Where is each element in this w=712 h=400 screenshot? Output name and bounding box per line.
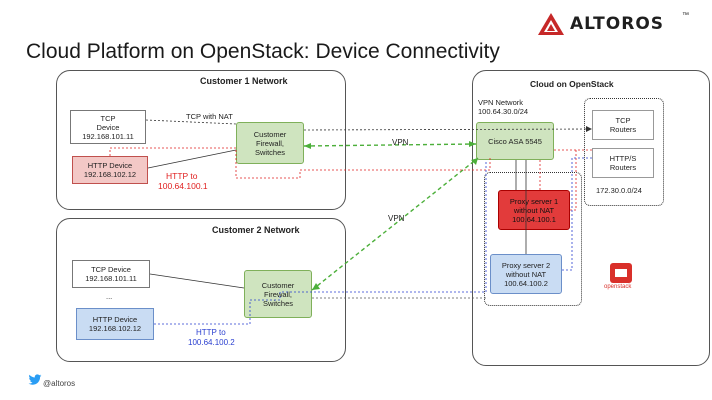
c1-firewall-tcp-routers-link	[303, 128, 593, 131]
c1-tcp-nat-link	[145, 119, 237, 125]
c2-http-to-label: HTTP to	[196, 328, 226, 337]
c1-customer-firewall: Customer Firewall, Switches	[236, 122, 304, 164]
vpn-label-c1: VPN	[392, 138, 409, 147]
vpn-link-c1	[303, 143, 477, 147]
c2-http-device-name: HTTP Device	[92, 315, 138, 324]
c1-tcp-device-line2: Device	[96, 122, 120, 132]
page-title: Cloud Platform on OpenStack: Device Conn…	[26, 40, 500, 63]
openstack-logo: openstack	[604, 262, 636, 296]
c2-tcp-device-ip: 192.168.101.11	[85, 274, 137, 283]
c1-firewall-line3: Switches	[254, 147, 285, 157]
cisco-asa-label: Cisco ASA 5545	[488, 136, 542, 146]
c1-tcp-device: TCP Device 192.168.101.11	[70, 110, 146, 144]
twitter-footer[interactable]: @altoros	[28, 374, 118, 390]
proxy-server-1: Proxy server 1 without NAT 100.64.100.1	[498, 190, 570, 230]
logo-trademark: ™	[682, 12, 689, 19]
proxy2-ip: 100.64.100.2	[504, 278, 548, 288]
c2-firewall-line3: Switches	[262, 298, 293, 308]
cisco-asa-box: Cisco ASA 5545	[476, 122, 554, 160]
c1-firewall-line2: Firewall,	[256, 138, 284, 148]
tcp-routers-line2: Routers	[609, 125, 637, 134]
c2-tcp-device-name: TCP Device	[91, 265, 131, 274]
c1-http-device: HTTP Device 192.168.102.12	[72, 156, 148, 184]
c2-http-device: HTTP Device 192.168.102.12	[76, 308, 154, 340]
c2-ellipsis: ...	[106, 292, 113, 301]
customer1-title: Customer 1 Network	[200, 76, 288, 86]
c2-http-blue-path	[154, 160, 487, 325]
vpn-network-subnet: 100.64.30.0/24	[478, 107, 529, 116]
c2-firewall-line2: Firewall,	[264, 289, 292, 299]
routers-group	[584, 98, 664, 206]
c1-http-firewall-link	[147, 149, 237, 169]
proxy1-ip: 100.64.100.1	[512, 214, 556, 224]
c1-tcp-nat-label: TCP with NAT	[186, 112, 233, 121]
twitter-bird-icon	[28, 374, 42, 385]
proxy1-https-red-link	[570, 150, 577, 211]
https-routers-line1: HTTP/S	[609, 154, 637, 163]
altoros-logo-icon	[538, 13, 564, 35]
proxy2-https-blue-link	[562, 157, 592, 271]
proxy1-line2: without NAT	[513, 205, 555, 215]
c1-http-to-label: HTTP to	[166, 171, 198, 181]
routers-subnet-label: 172.30.0.0/24	[596, 186, 642, 195]
c1-tcp-device-line1: TCP	[100, 113, 116, 123]
proxy-server-2: Proxy server 2 without NAT 100.64.100.2	[490, 254, 562, 294]
https-routers-box: HTTP/S Routers	[592, 148, 654, 178]
c2-tcp-firewall-link	[149, 273, 245, 289]
proxy1-line1: Proxy server 1	[509, 196, 559, 206]
altoros-logo: ALTOROS ™	[536, 12, 706, 38]
c2-http-device-ip: 192.168.102.12	[88, 324, 142, 333]
c1-http-to-ip: 100.64.100.1	[158, 181, 208, 191]
logo-text: ALTOROS	[570, 14, 665, 34]
cloud-title: Cloud on OpenStack	[530, 79, 614, 89]
vpn-network-label: VPN Network	[478, 98, 524, 107]
vpn-link-c2	[311, 157, 479, 291]
c1-http-red-path	[109, 147, 491, 179]
proxy2-line1: Proxy server 2	[501, 260, 551, 270]
c1-http-device-ip: 192.168.102.12	[83, 170, 137, 179]
c2-firewall-line1: Customer	[261, 280, 295, 290]
c2-tcp-device: TCP Device 192.168.101.11	[72, 260, 150, 288]
https-routers-line2: Routers	[609, 163, 637, 172]
c1-firewall-line1: Customer	[253, 129, 287, 139]
tcp-routers-box: TCP Routers	[592, 110, 654, 140]
openstack-label: openstack	[604, 284, 632, 290]
c2-http-to-ip: 100.64.100.2	[188, 338, 235, 347]
customer2-title: Customer 2 Network	[212, 225, 300, 235]
proxy-group	[484, 172, 582, 306]
c1-http-device-name: HTTP Device	[87, 161, 133, 170]
openstack-logo-icon	[610, 263, 632, 283]
vpn-label-c2: VPN	[388, 214, 405, 223]
proxy2-line2: without NAT	[505, 269, 547, 279]
c1-tcp-device-ip: 192.168.101.11	[82, 131, 134, 141]
twitter-handle: @altoros	[43, 379, 76, 388]
c2-customer-firewall: Customer Firewall, Switches	[244, 270, 312, 318]
tcp-routers-line1: TCP	[615, 116, 631, 125]
